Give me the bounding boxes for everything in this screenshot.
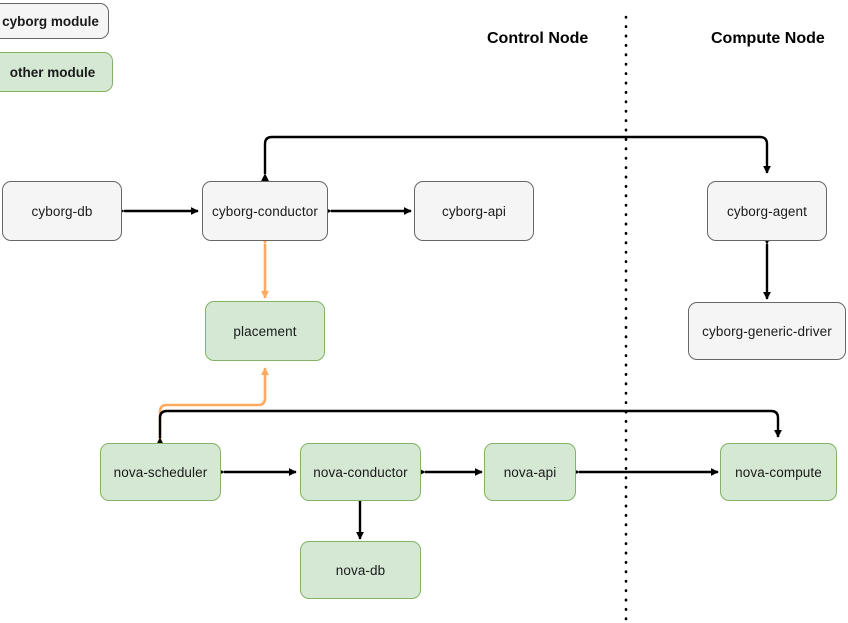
node-nova-db[interactable]: nova-db [300,541,421,599]
legend-item-cyborg-module: cyborg module [0,3,109,39]
node-label-nova-conductor: nova-conductor [313,464,408,480]
node-label-nova-compute: nova-compute [735,464,822,480]
legend-label-cyborg-module: cyborg module [2,13,99,29]
node-nova-conductor[interactable]: nova-conductor [300,443,421,501]
node-label-cyborg-api: cyborg-api [441,203,507,219]
node-label-cyborg-db: cyborg-db [31,203,93,219]
edge-nova-scheduler-nova-compute [156,409,782,446]
legend-label-other-module: other module [9,64,96,80]
node-label-nova-db: nova-db [335,562,386,578]
node-label-cyborg-conductor: cyborg-conductor [212,203,318,219]
node-cyborg-agent[interactable]: cyborg-agent [707,181,827,241]
node-nova-scheduler[interactable]: nova-scheduler [100,443,221,501]
node-cyborg-api[interactable]: cyborg-api [414,181,534,241]
node-label-nova-api: nova-api [503,464,557,480]
zone-title-compute-node: Compute Node [711,30,825,47]
node-label-cyborg-generic-driver: cyborg-generic-driver [702,323,832,339]
zone-title-control-node: Control Node [487,30,589,47]
node-nova-api[interactable]: nova-api [484,443,576,501]
node-cyborg-generic-driver[interactable]: cyborg-generic-driver [688,302,846,360]
node-cyborg-db[interactable]: cyborg-db [2,181,122,241]
node-placement[interactable]: placement [205,301,325,361]
edge-cyborg-conductor-cyborg-agent [261,135,771,182]
legend-item-other-module: other module [0,52,113,92]
node-label-cyborg-agent: cyborg-agent [727,203,807,219]
edge-nova-scheduler-placement [158,367,269,441]
node-cyborg-conductor[interactable]: cyborg-conductor [202,181,328,241]
node-label-nova-scheduler: nova-scheduler [113,464,208,480]
node-label-placement: placement [233,323,297,339]
node-nova-compute[interactable]: nova-compute [720,443,837,501]
